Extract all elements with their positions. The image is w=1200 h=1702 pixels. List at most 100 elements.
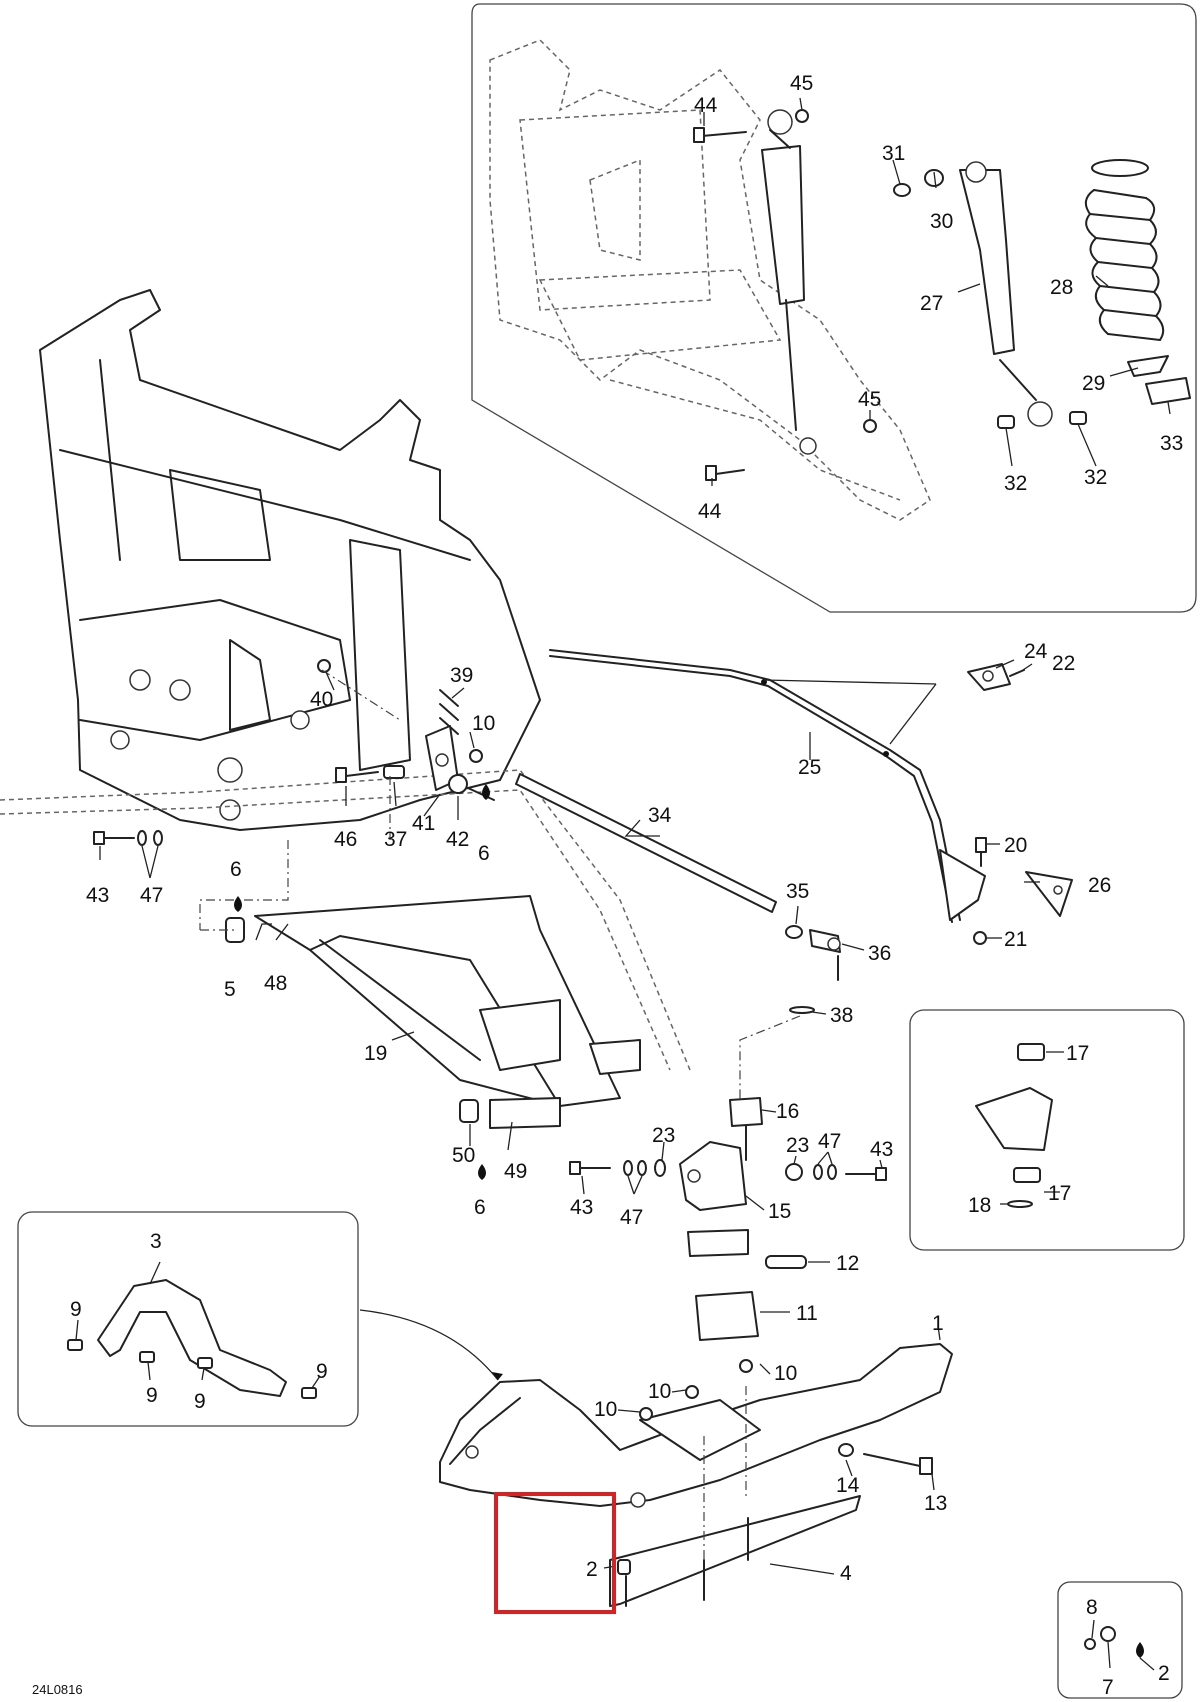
part-label-8: 8: [1086, 1596, 1098, 1619]
part-label-47: 47: [620, 1206, 643, 1229]
screw-20: [975, 837, 987, 867]
washers-47-left: [137, 830, 163, 846]
part-label-10: 10: [594, 1398, 617, 1421]
nut-45-lower: [863, 419, 877, 433]
part-label-2: 2: [586, 1558, 598, 1581]
handle-inset-callout-arrow: [359, 1309, 499, 1381]
bushing-32-left: [997, 415, 1015, 429]
part-label-29: 29: [1082, 372, 1105, 395]
part-label-47: 47: [140, 884, 163, 907]
screw-9-d: [301, 1387, 317, 1399]
part-label-7: 7: [1102, 1676, 1114, 1699]
bolt-43-spindle-left: [569, 1161, 611, 1175]
bushing-11: [695, 1291, 759, 1341]
spring-seat-29: [1127, 355, 1169, 377]
bolt-46: [335, 767, 379, 783]
part-label-43: 43: [86, 884, 109, 907]
part-label-36: 36: [868, 942, 891, 965]
leader-lines: [75, 97, 1171, 1671]
callout-arrowhead: [492, 1372, 503, 1380]
installed-shock-absorber: [761, 109, 817, 455]
highlight-box: [494, 1492, 616, 1614]
bracket-24: [967, 663, 1011, 691]
part-label-43: 43: [870, 1138, 893, 1161]
bolt-43-spindle-right: [845, 1167, 887, 1181]
spring-adjuster-33: [1145, 377, 1191, 405]
part-label-45: 45: [790, 72, 813, 95]
part-labels: 44 45 31 30 27 28 29 33 32 32 45 44 24 2…: [70, 72, 1183, 1699]
bushing-30: [924, 169, 944, 187]
nut-10-ski-b: [685, 1385, 699, 1399]
part-label-40: 40: [310, 688, 333, 711]
ski-pin-inset-panel: [1057, 1581, 1183, 1699]
part-label-31: 31: [882, 142, 905, 165]
nut-10-frame: [469, 749, 483, 763]
plate-26: [1025, 871, 1073, 917]
ghost-chassis-outline: [0, 769, 691, 1071]
part-label-15: 15: [768, 1200, 791, 1223]
washer-14: [838, 1443, 854, 1457]
front-frame-assembly: [39, 289, 541, 831]
nut-45-upper: [795, 109, 809, 123]
nut-21: [973, 931, 987, 945]
part-label-6: 6: [230, 858, 242, 881]
bolt-13: [863, 1453, 933, 1475]
bushing-42: [448, 774, 495, 801]
part-label-2: 2: [1158, 1662, 1170, 1685]
tie-rod-end-36: [809, 929, 841, 981]
washers-47-spindle-left: [623, 1160, 647, 1176]
washer-23-right: [785, 1163, 803, 1181]
steering-rod-25: [549, 649, 986, 923]
part-label-49: 49: [504, 1160, 527, 1183]
part-label-41: 41: [412, 812, 435, 835]
part-label-42: 42: [446, 828, 469, 851]
part-label-33: 33: [1160, 432, 1183, 455]
tie-rod-34: [515, 773, 777, 913]
spring-28: [1084, 159, 1165, 341]
part-label-11: 11: [796, 1302, 818, 1325]
part-label-17: 17: [1048, 1182, 1071, 1205]
cap-2: [617, 1559, 631, 1575]
pin-12: [765, 1255, 807, 1269]
part-label-46: 46: [334, 828, 357, 851]
part-label-50: 50: [452, 1144, 475, 1167]
bolt-44-lower: [705, 465, 745, 481]
part-label-9: 9: [316, 1360, 328, 1383]
part-label-9: 9: [70, 1298, 82, 1321]
lubricant-drop-icon: [234, 896, 242, 912]
assembly-lines: [199, 669, 801, 1560]
part-label-12: 12: [836, 1252, 859, 1275]
part-label-39: 39: [450, 664, 473, 687]
part-label-22: 22: [1052, 652, 1075, 675]
part-label-27: 27: [920, 292, 943, 315]
part-label-38: 38: [830, 1004, 853, 1027]
part-label-4: 4: [840, 1562, 852, 1585]
part-label-26: 26: [1088, 874, 1111, 897]
washer-23-left: [654, 1159, 666, 1177]
bushing-32-right: [1069, 411, 1087, 425]
part-label-32: 32: [1084, 466, 1107, 489]
part-label-6: 6: [478, 842, 490, 865]
part-label-47: 47: [818, 1130, 841, 1153]
part-label-24: 24: [1024, 640, 1048, 663]
part-label-5: 5: [224, 978, 236, 1001]
part-label-45: 45: [858, 388, 881, 411]
nut-40: [317, 659, 331, 673]
spindle-detail-inset-panel: [909, 1009, 1185, 1251]
spindle-bottom-block: [687, 1229, 749, 1257]
nut-10-ski-a: [639, 1407, 653, 1421]
screw-9-c: [197, 1357, 213, 1369]
lubricant-drop-icon: [1136, 1642, 1144, 1658]
part-label-6: 6: [474, 1196, 486, 1219]
part-label-28: 28: [1050, 276, 1073, 299]
shock-absorber-27: [959, 161, 1053, 427]
screw-9-b: [139, 1351, 155, 1363]
part-label-20: 20: [1004, 834, 1027, 857]
part-label-14: 14: [836, 1474, 860, 1497]
spindle-16: [729, 1097, 763, 1161]
part-label-23: 23: [652, 1124, 675, 1147]
part-label-1: 1: [932, 1312, 944, 1335]
runner-4: [609, 1495, 861, 1607]
part-label-43: 43: [570, 1196, 593, 1219]
